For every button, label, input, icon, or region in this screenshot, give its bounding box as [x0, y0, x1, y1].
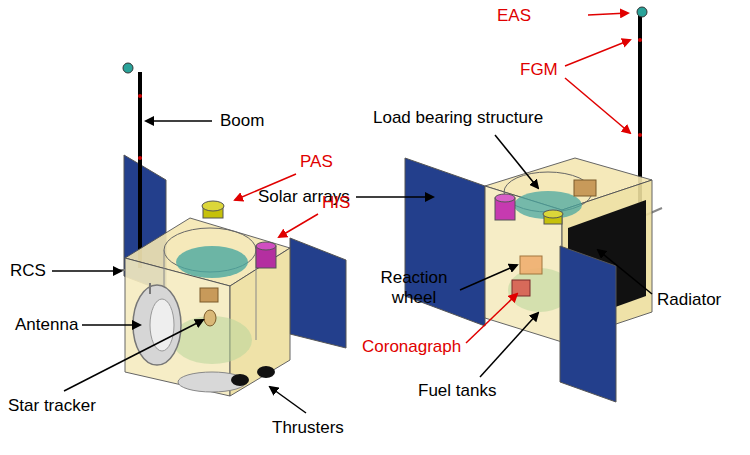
part-label: Thrusters	[272, 418, 344, 438]
instrument-label: HIS	[322, 193, 350, 213]
leader-arrows	[52, 13, 652, 413]
part-label: Star tracker	[8, 396, 96, 416]
instrument-label: PAS	[300, 152, 333, 172]
part-label: Load bearing structure	[373, 108, 543, 128]
part-label: Fuel tanks	[418, 381, 496, 401]
part-label: Reaction wheel	[372, 268, 456, 308]
instrument-label: FGM	[520, 60, 558, 80]
part-label: RCS	[10, 261, 46, 281]
part-label: Antenna	[15, 315, 78, 335]
part-label: Radiator	[657, 290, 721, 310]
instrument-label: Coronagraph	[362, 337, 461, 357]
instrument-label: EAS	[497, 6, 531, 26]
part-label: Boom	[220, 111, 264, 131]
